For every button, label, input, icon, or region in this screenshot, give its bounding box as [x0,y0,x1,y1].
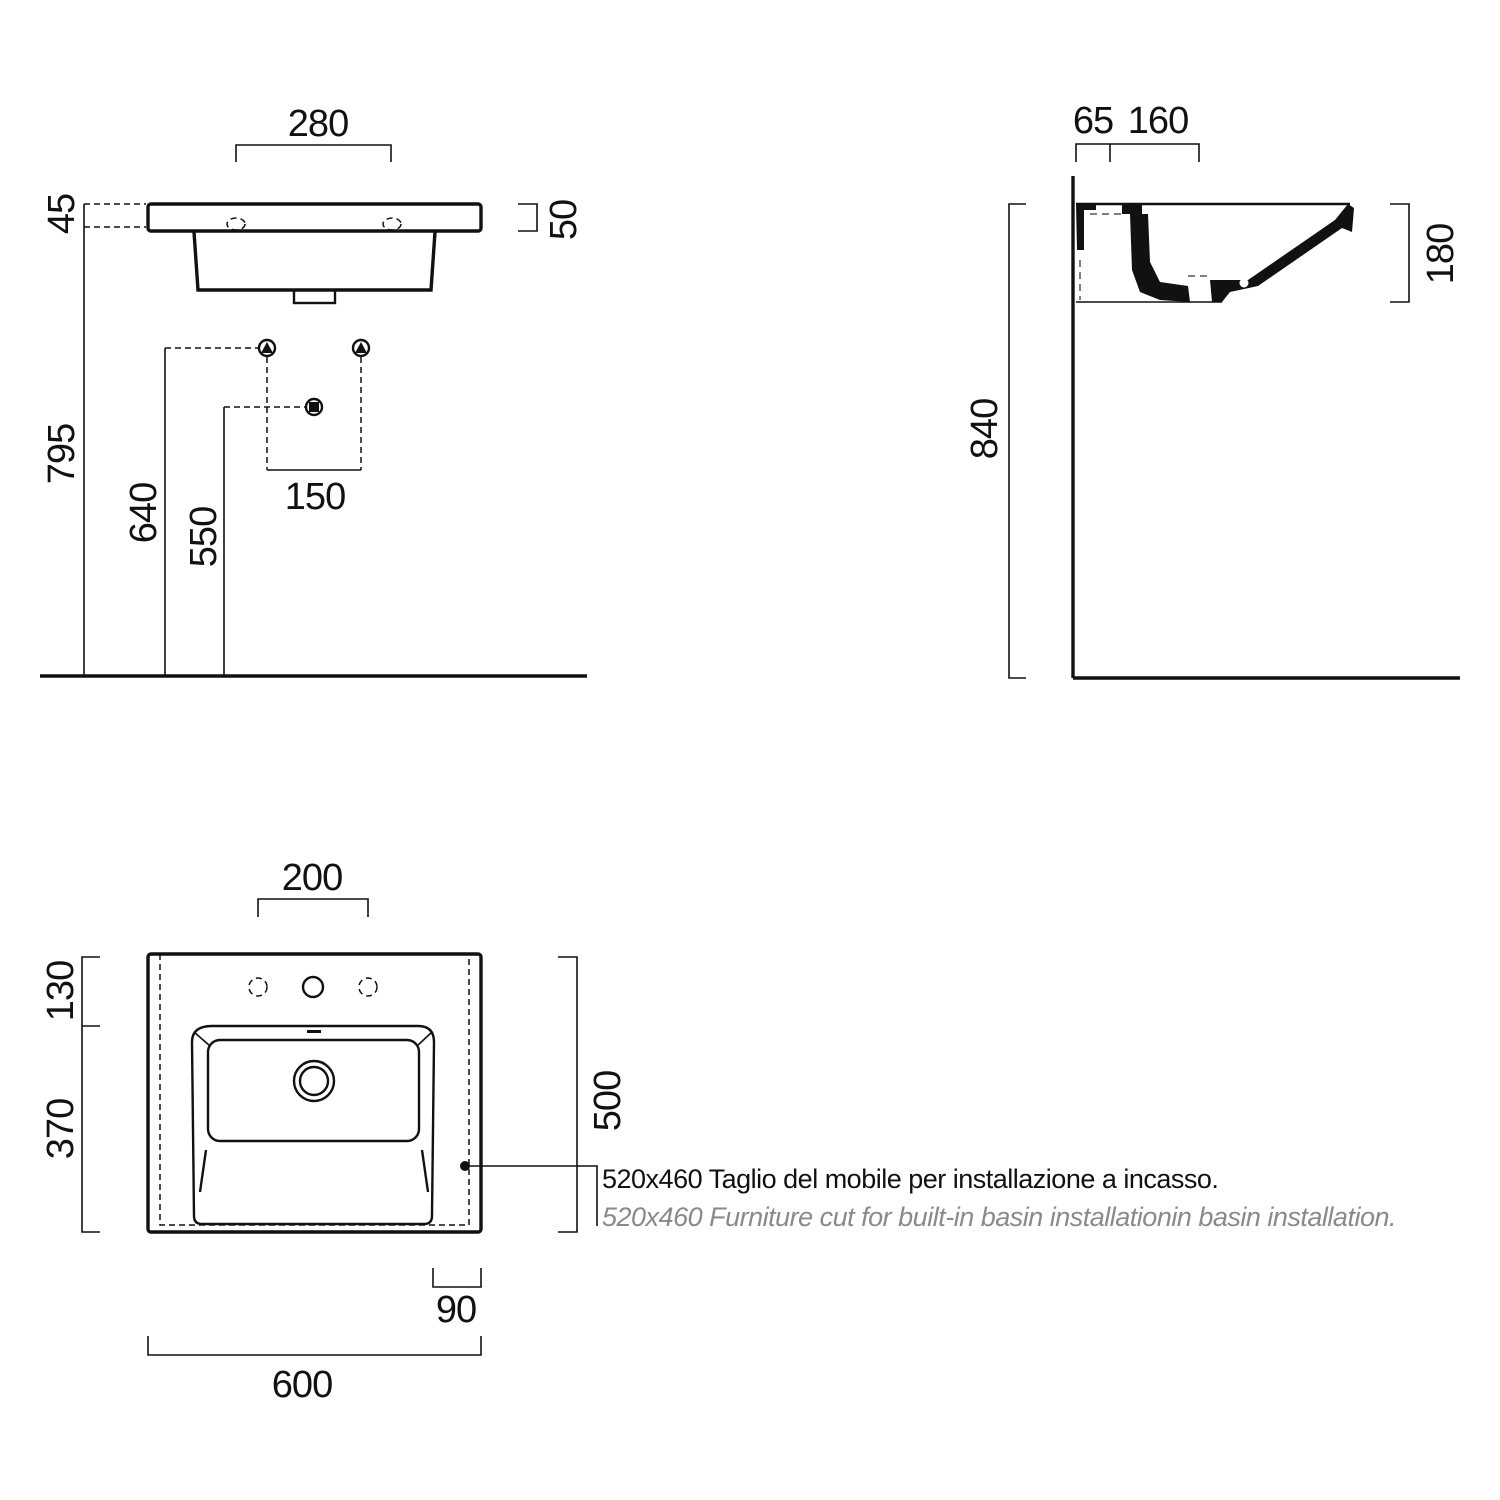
dim-840-line [1008,203,1026,679]
dim-280-label: 280 [288,103,348,145]
dim-150-label: 150 [285,476,345,518]
front-basin-rim [146,202,483,233]
front-tap-hole-left [226,217,246,231]
dim-200-label: 200 [282,857,342,899]
water-inlet-right-icon [351,338,371,358]
plan-basin-outline [146,952,483,1234]
plan-view: 520x460 Taglio del mobile per installazi… [40,857,1396,1406]
plan-overflow-slot [307,1030,321,1033]
dim-500-label: 500 [587,1071,629,1131]
front-view: 280 45 50 795 640 550 [40,103,587,678]
cut-note-leader [465,1165,598,1226]
dim-370-label: 370 [40,1099,82,1159]
plan-bowl-corner-tl [193,1031,211,1047]
plan-tap-hole-right [358,977,378,997]
dim-200-line [257,898,369,917]
dim-90-line [432,1268,482,1288]
front-drain-stub [292,288,337,305]
plan-bowl-inner [206,1038,421,1143]
dim-130-370-line [81,956,100,1233]
dim-600-line [147,1336,482,1356]
water-inlet-left-icon [257,338,277,358]
dim-65-label: 65 [1073,100,1113,142]
dim-795-label: 795 [41,424,83,484]
dim-600-label: 600 [272,1364,332,1406]
side-view: 65 160 180 840 [964,100,1462,680]
plan-bowl-outer [190,1024,436,1226]
plan-cut-outline [159,954,470,1226]
dim-90-label: 90 [436,1289,476,1331]
dim-50-label: 50 [543,200,585,240]
dim-50-line [518,203,538,232]
dim-180-line [1390,203,1410,303]
plan-drain-icon [292,1059,336,1103]
plan-bowl-side-left [198,1149,208,1193]
plan-tap-hole-left [248,977,268,997]
side-basin-section [1076,202,1354,303]
plan-bowl-side-right [420,1149,430,1193]
dim-65-160-line [1075,143,1200,162]
plan-tap-hole-center [301,975,325,999]
dim-45-label: 45 [41,194,83,234]
dim-550-label: 550 [183,507,225,567]
dim-130-label: 130 [40,961,82,1021]
dim-280-line [235,144,392,162]
front-basin-bowl [192,231,437,292]
cut-note-english: 520x460 Furniture cut for built-in basin… [602,1202,1396,1232]
dim-840-label: 840 [964,399,1006,459]
cut-note-italian: 520x460 Taglio del mobile per installazi… [602,1164,1218,1194]
drain-outlet-icon [304,397,324,417]
dim-180-label: 180 [1420,224,1462,284]
front-tap-hole-right [382,217,402,231]
dim-640-label: 640 [123,483,165,543]
dim-160-label: 160 [1128,100,1188,142]
dim-500-line [558,956,578,1233]
plan-bowl-corner-tr [416,1031,433,1047]
